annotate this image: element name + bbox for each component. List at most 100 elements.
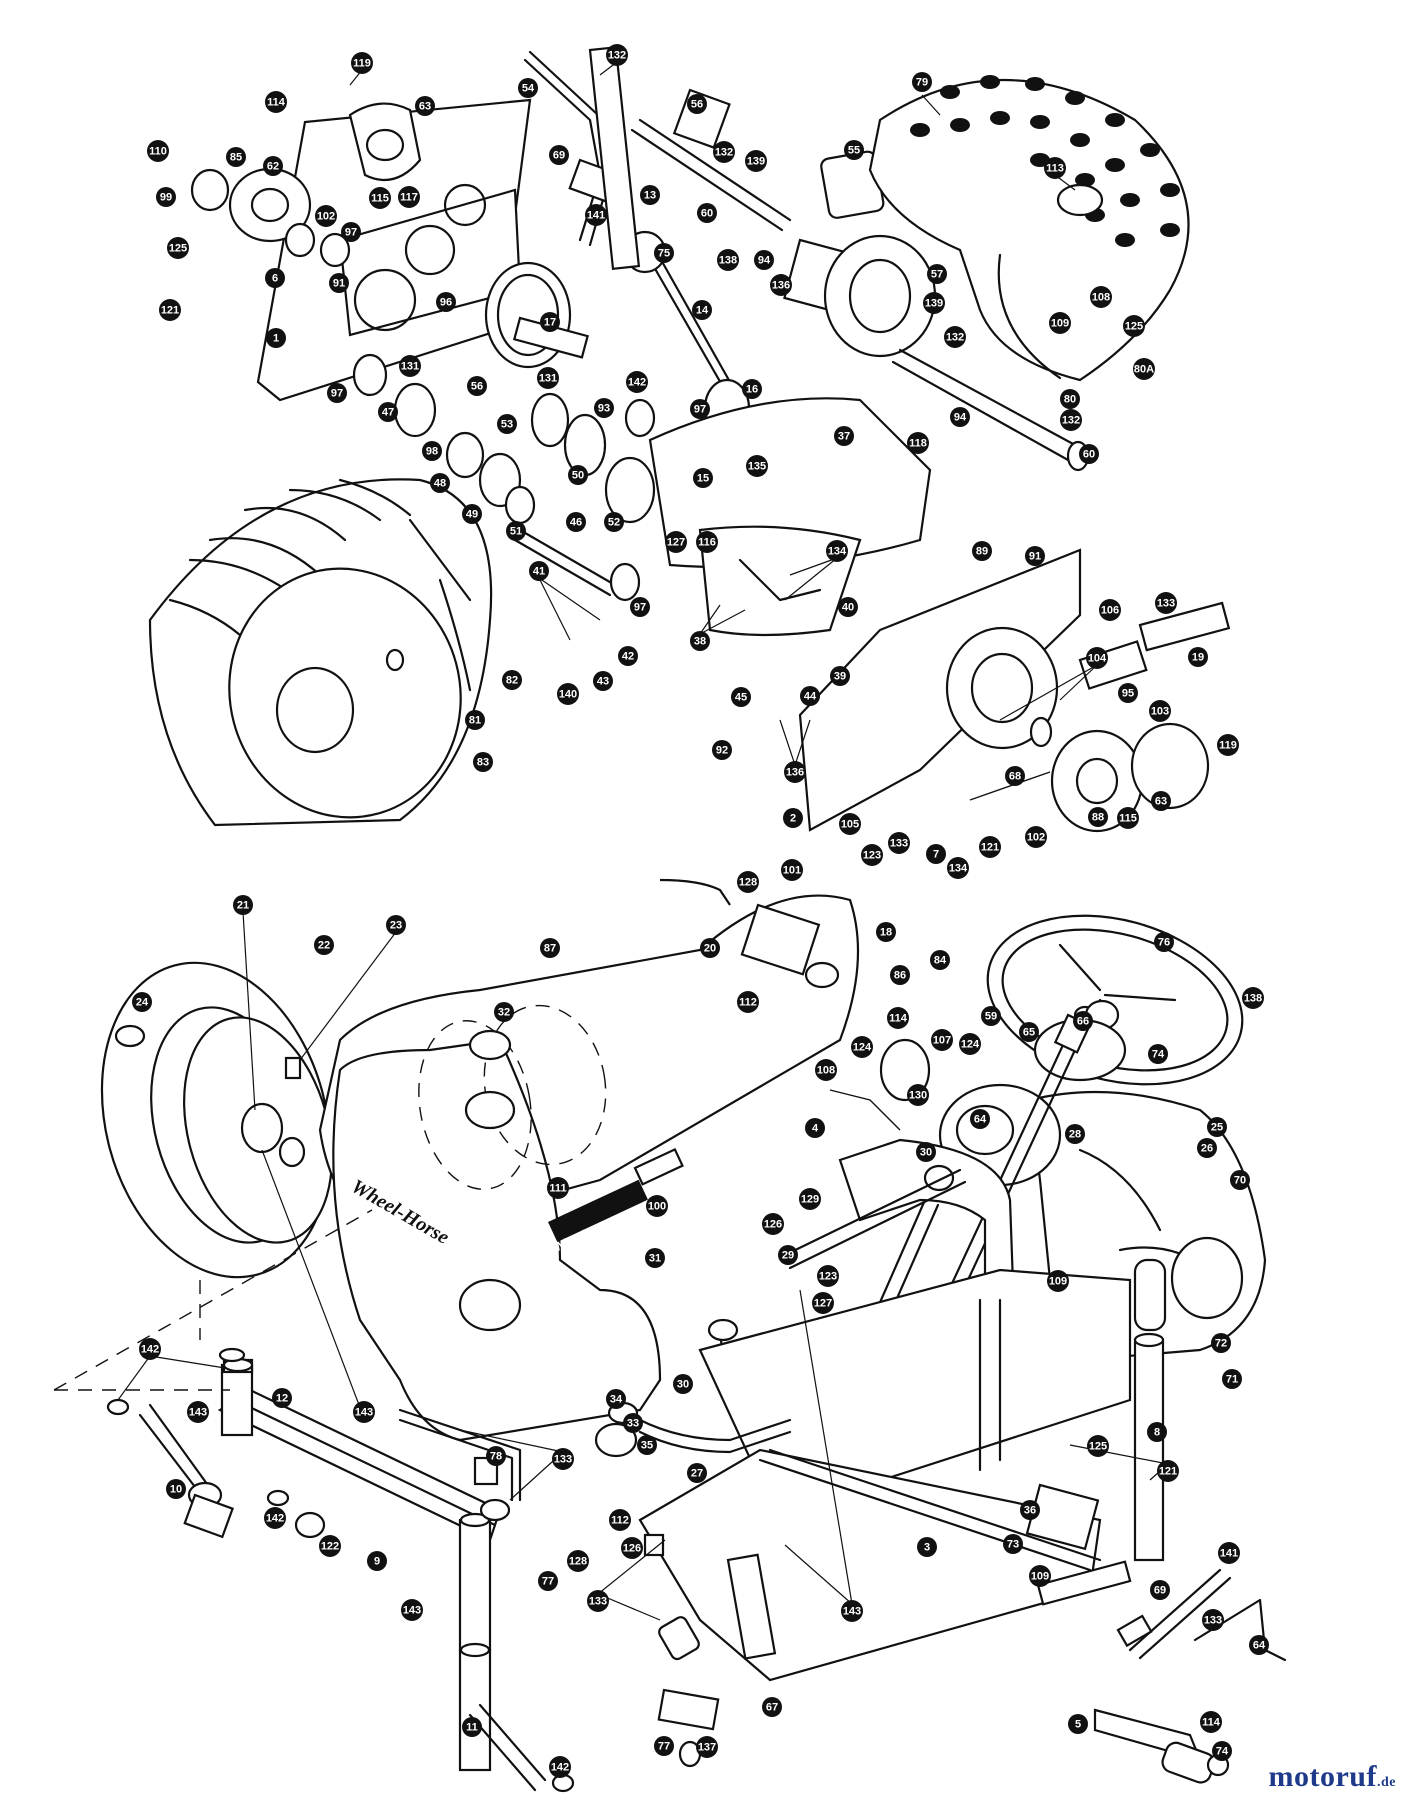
callout-123: 123 bbox=[817, 1265, 839, 1287]
callout-badge bbox=[783, 808, 803, 828]
callout-number: 23 bbox=[390, 920, 402, 932]
callout-badge bbox=[731, 687, 751, 707]
callout-99: 99 bbox=[156, 187, 176, 207]
callout-badge bbox=[233, 895, 253, 915]
callout-badge bbox=[979, 836, 1001, 858]
callout-badge bbox=[1197, 1138, 1217, 1158]
callout-badge bbox=[838, 597, 858, 617]
callout-badge bbox=[1148, 1044, 1168, 1064]
callout-number: 132 bbox=[1062, 415, 1080, 427]
callout-97: 97 bbox=[630, 597, 650, 617]
callout-number: 126 bbox=[764, 1219, 782, 1231]
callout-95: 95 bbox=[1118, 683, 1138, 703]
callout-number: 89 bbox=[976, 546, 988, 558]
callout-number: 74 bbox=[1216, 1746, 1229, 1758]
callout-number: 122 bbox=[321, 1541, 339, 1553]
callout-number: 92 bbox=[716, 745, 728, 757]
callout-number: 135 bbox=[748, 461, 766, 473]
callout-badge bbox=[626, 371, 648, 393]
callout-2: 2 bbox=[783, 808, 803, 828]
callout-number: 107 bbox=[933, 1035, 951, 1047]
callout-126: 126 bbox=[621, 1537, 643, 1559]
callout-112: 112 bbox=[609, 1509, 631, 1531]
callout-69: 69 bbox=[549, 145, 569, 165]
callout-number: 97 bbox=[634, 602, 646, 614]
callout-38: 38 bbox=[690, 631, 710, 651]
callout-badge bbox=[265, 91, 287, 113]
callout-97: 97 bbox=[690, 399, 710, 419]
callout-number: 77 bbox=[542, 1576, 554, 1588]
callout-badge bbox=[890, 965, 910, 985]
callout-124: 124 bbox=[959, 1033, 981, 1055]
callout-47: 47 bbox=[378, 402, 398, 422]
callout-badge bbox=[972, 541, 992, 561]
callout-127: 127 bbox=[665, 531, 687, 553]
callout-badge bbox=[1073, 1011, 1093, 1031]
callout-number: 102 bbox=[317, 211, 335, 223]
callout-badge bbox=[799, 1188, 821, 1210]
callout-9: 9 bbox=[367, 1551, 387, 1571]
callout-121: 121 bbox=[1157, 1460, 1179, 1482]
callout-94: 94 bbox=[754, 250, 774, 270]
callout-number: 44 bbox=[804, 691, 817, 703]
callout-74: 74 bbox=[1148, 1044, 1168, 1064]
callout-87: 87 bbox=[540, 938, 560, 958]
callout-133: 133 bbox=[1155, 592, 1177, 614]
callout-71: 71 bbox=[1222, 1369, 1242, 1389]
callout-64: 64 bbox=[1249, 1635, 1269, 1655]
callout-badge bbox=[1029, 1565, 1051, 1587]
callout-number: 106 bbox=[1101, 605, 1119, 617]
callout-number: 60 bbox=[1083, 449, 1095, 461]
callout-133: 133 bbox=[552, 1448, 574, 1470]
callout-badge bbox=[378, 402, 398, 422]
callout-number: 134 bbox=[828, 546, 847, 558]
callout-46: 46 bbox=[566, 512, 586, 532]
callout-66: 66 bbox=[1073, 1011, 1093, 1031]
callout-number: 142 bbox=[551, 1762, 569, 1774]
callout-number: 80 bbox=[1064, 394, 1076, 406]
callout-badge bbox=[1079, 444, 1099, 464]
callout-badge bbox=[315, 205, 337, 227]
callout-badge bbox=[781, 859, 803, 881]
callout-number: 121 bbox=[1159, 1466, 1177, 1478]
callout-badge bbox=[693, 468, 713, 488]
callout-123: 123 bbox=[861, 844, 883, 866]
callout-number: 35 bbox=[641, 1440, 653, 1452]
callout-badge bbox=[1086, 647, 1108, 669]
callout-badge bbox=[784, 761, 806, 783]
callout-28: 28 bbox=[1065, 1124, 1085, 1144]
callout-number: 11 bbox=[466, 1722, 478, 1734]
callout-60: 60 bbox=[697, 203, 717, 223]
callout-badge bbox=[1211, 1333, 1231, 1353]
callout-number: 142 bbox=[141, 1344, 159, 1356]
callout-badge bbox=[1049, 312, 1071, 334]
callout-number: 21 bbox=[237, 900, 249, 912]
callout-number: 79 bbox=[916, 77, 928, 89]
callout-13: 13 bbox=[640, 185, 660, 205]
callout-125: 125 bbox=[1123, 315, 1145, 337]
callout-number: 15 bbox=[697, 473, 709, 485]
callout-number: 94 bbox=[954, 412, 967, 424]
callout-number: 4 bbox=[812, 1123, 819, 1135]
callout-115: 115 bbox=[1117, 807, 1139, 829]
callout-138: 138 bbox=[1242, 987, 1264, 1009]
callout-number: 49 bbox=[466, 509, 478, 521]
callout-number: 93 bbox=[598, 403, 610, 415]
callout-number: 136 bbox=[772, 280, 790, 292]
callout-number: 6 bbox=[272, 273, 278, 285]
callout-badge bbox=[497, 414, 517, 434]
callout-number: 10 bbox=[170, 1484, 182, 1496]
leader-lines bbox=[117, 61, 1169, 1621]
callout-number: 118 bbox=[909, 438, 927, 450]
callout-badge bbox=[687, 1463, 707, 1483]
callout-114: 114 bbox=[1200, 1711, 1222, 1733]
watermark-logo: motoruf.de bbox=[1269, 1760, 1396, 1794]
callout-133: 133 bbox=[888, 832, 910, 854]
callout-23: 23 bbox=[386, 915, 406, 935]
callout-badge bbox=[568, 465, 588, 485]
callout-number: 70 bbox=[1234, 1175, 1246, 1187]
callout-53: 53 bbox=[497, 414, 517, 434]
callout-number: 121 bbox=[161, 305, 179, 317]
callout-number: 87 bbox=[544, 943, 556, 955]
callout-number: 131 bbox=[539, 373, 557, 385]
